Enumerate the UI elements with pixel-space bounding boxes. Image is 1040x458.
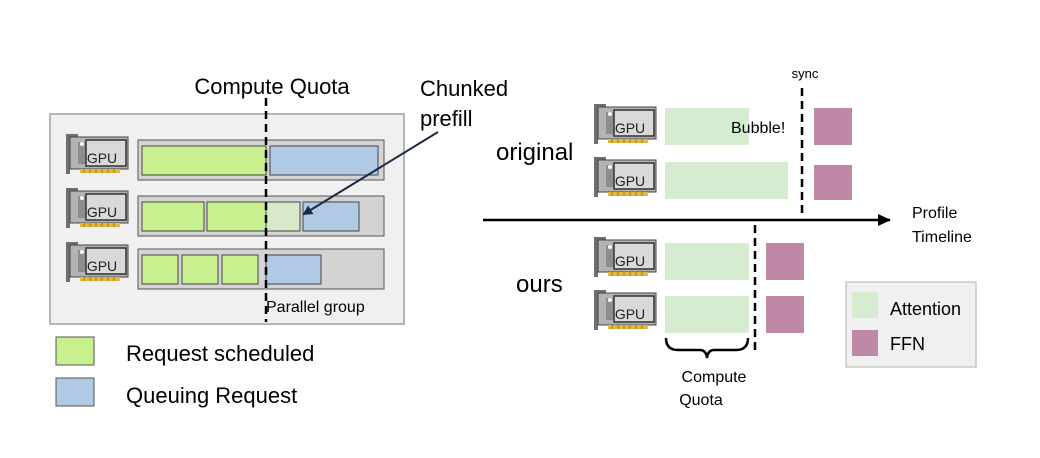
ours-label: ours bbox=[516, 271, 563, 298]
ffn-block bbox=[766, 296, 804, 333]
attention-block bbox=[665, 108, 749, 145]
timeline-label-line2: Timeline bbox=[912, 229, 972, 246]
attention-block bbox=[665, 243, 749, 280]
chunked-prefill-block bbox=[265, 201, 301, 232]
chunked-prefill-label-line2: prefill bbox=[420, 106, 473, 131]
right-legend: Attention FFN bbox=[845, 281, 977, 368]
scheduled-request-block bbox=[206, 201, 267, 232]
compute-quota-brace bbox=[664, 337, 750, 359]
ffn-block bbox=[814, 165, 852, 200]
left-gpu-row-3: GPU bbox=[65, 241, 385, 290]
request-row-track bbox=[137, 248, 385, 290]
sync-label: sync bbox=[792, 66, 819, 81]
ours-gpu-row-1: GPU bbox=[593, 236, 804, 280]
left-legend: Request scheduled Queuing Request bbox=[55, 336, 314, 408]
gpu-label: GPU bbox=[615, 120, 645, 136]
original-gpu-row-2: GPU bbox=[593, 156, 852, 200]
gpu-label: GPU bbox=[615, 306, 645, 322]
attention-block bbox=[665, 162, 788, 199]
timeline-label-line1: Profile bbox=[912, 205, 957, 222]
chunked-prefill-label-line1: Chunked bbox=[420, 76, 508, 101]
attention-block bbox=[665, 296, 749, 333]
ours-gpu-row-2: GPU bbox=[593, 289, 804, 333]
legend-label-attention: Attention bbox=[890, 299, 961, 319]
left-gpu-row-1: GPU bbox=[65, 133, 385, 181]
original-label: original bbox=[496, 139, 573, 166]
bubble-label: Bubble! bbox=[731, 120, 785, 137]
legend-swatch-queuing bbox=[55, 377, 95, 407]
scheduled-request-block bbox=[221, 254, 259, 285]
compute-quota-label-line1: Compute bbox=[682, 369, 747, 386]
scheduled-request-block bbox=[141, 201, 205, 232]
gpu-label: GPU bbox=[615, 173, 645, 189]
left-gpu-row-2: GPU bbox=[65, 187, 385, 237]
scheduled-request-block bbox=[141, 145, 267, 176]
legend-label-queuing: Queuing Request bbox=[126, 383, 297, 408]
scheduled-request-block bbox=[181, 254, 219, 285]
legend-swatch-attention bbox=[852, 292, 878, 318]
compute-quota-title: Compute Quota bbox=[194, 74, 350, 99]
ffn-block bbox=[814, 108, 852, 145]
gpu-label: GPU bbox=[87, 204, 117, 220]
legend-label-scheduled: Request scheduled bbox=[126, 341, 314, 366]
ffn-block bbox=[766, 243, 804, 280]
gpu-label: GPU bbox=[87, 150, 117, 166]
legend-label-ffn: FFN bbox=[890, 334, 925, 354]
legend-swatch-scheduled bbox=[55, 336, 95, 366]
gpu-label: GPU bbox=[615, 253, 645, 269]
compute-quota-label-line2: Quota bbox=[679, 392, 723, 409]
queuing-request-block bbox=[269, 145, 379, 176]
queuing-request-block bbox=[265, 254, 322, 285]
original-gpu-row-1: GPU bbox=[593, 103, 852, 145]
legend-swatch-ffn bbox=[852, 330, 878, 356]
parallel-group-label: Parallel group bbox=[266, 299, 365, 316]
queuing-request-block bbox=[302, 201, 360, 232]
gpu-label: GPU bbox=[87, 258, 117, 274]
chunked-prefill-arrow bbox=[302, 131, 439, 216]
scheduled-request-block bbox=[141, 254, 179, 285]
